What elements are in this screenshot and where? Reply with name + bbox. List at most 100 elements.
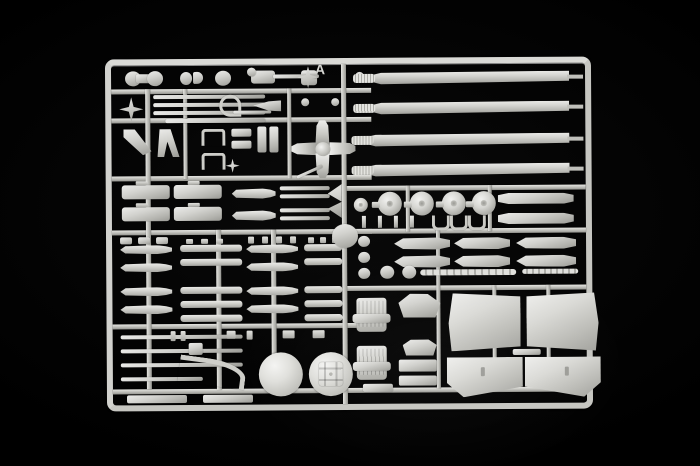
fuselage-spine-1: [394, 237, 450, 249]
pylon-rod-4: [279, 216, 330, 221]
rail-nub-3: [276, 236, 283, 244]
gear-yoke-2: [449, 215, 468, 231]
missile-7: [246, 286, 298, 295]
wing-pin-2: [564, 366, 569, 376]
rotor-hub-assembly: [291, 120, 355, 178]
missile-3: [120, 287, 172, 296]
model-kit-sprue: A: [104, 56, 593, 412]
plate-small-1: [231, 128, 252, 137]
turret-ball-2: [358, 251, 371, 263]
drive-shaft-1: [420, 268, 517, 276]
rotor-hub-arm-left: [291, 142, 317, 155]
rail-nub-4: [290, 236, 297, 244]
fuel-tank-half-1: [121, 185, 170, 200]
seat-backrest-1: [352, 313, 391, 323]
fitting-cylinder-3: [147, 71, 164, 87]
small-ring-b: [331, 98, 340, 107]
bomb-lower: [232, 210, 276, 220]
detail-sprig-6: [312, 330, 325, 339]
injection-gate-blob: [331, 223, 359, 249]
rocket-tube-9: [304, 300, 343, 308]
rocket-tube-5: [180, 314, 243, 323]
gear-fork-2: [377, 215, 382, 228]
tube-nub-5: [320, 237, 327, 244]
turret-ball-5: [402, 265, 417, 279]
blade-root-3: [351, 135, 374, 145]
rocket-tube-3: [180, 286, 243, 295]
blade-root-4: [351, 165, 374, 175]
missile-8: [246, 304, 298, 313]
wheel-gate-4: [465, 201, 474, 208]
wheel-2: [409, 191, 434, 216]
tube-nub-3: [216, 238, 224, 244]
plate-small-3: [257, 126, 267, 153]
detail-sprig-5: [282, 330, 295, 339]
gear-fork-1: [361, 215, 366, 228]
blade-gate-3: [567, 136, 584, 141]
tube-nub-1: [186, 238, 194, 244]
gear-fork-4: [409, 215, 414, 228]
detail-sprig-1: [170, 331, 176, 342]
tank-nub-1: [135, 181, 148, 186]
gear-yoke-1: [431, 215, 450, 231]
fuselage-spine-5: [516, 237, 576, 249]
rocket-tube-4: [180, 300, 243, 309]
plate-small-2: [231, 140, 252, 149]
u-bracket-2: [201, 152, 226, 170]
wheel-4: [471, 191, 496, 216]
fitting-cylinder-6: [215, 70, 232, 86]
tank-nub-4: [187, 202, 200, 207]
detail-sprig-2: [180, 331, 186, 342]
detail-sprig-3: [226, 330, 236, 339]
rail-nub-1: [248, 236, 255, 244]
seat-backrest-2: [352, 361, 391, 371]
chin-gun-mount: [246, 67, 257, 77]
tube-nub-4: [308, 237, 315, 244]
detail-sprig-4: [246, 330, 253, 340]
wheel-gate-1: [371, 201, 380, 208]
floor-plate-2: [398, 375, 437, 386]
gear-fork-3: [393, 215, 398, 228]
base-plate-1: [126, 394, 188, 404]
tank-nub-2: [187, 180, 200, 185]
long-rod-4: [165, 118, 266, 124]
rail-nub-2: [262, 236, 269, 244]
rocket-tube-1: [180, 244, 243, 253]
long-rod-2: [153, 102, 266, 108]
base-plate-2: [202, 394, 254, 403]
missile-4: [120, 305, 172, 314]
gear-yoke-3: [467, 215, 486, 231]
fuselage-spine-6: [516, 255, 576, 267]
block-part-1: [188, 342, 203, 355]
fuel-tank-half-4: [173, 206, 222, 222]
rocket-tube-2: [180, 258, 243, 267]
rocket-tube-8: [304, 286, 343, 294]
fitting-cylinder-4: [180, 71, 193, 86]
rocket-tube-7: [304, 258, 343, 266]
tail-rotor-strip-1: [498, 193, 574, 204]
wheel-gate-3: [435, 201, 444, 208]
launch-rail-3: [156, 237, 169, 245]
tank-nub-3: [135, 203, 148, 208]
blade-root-2: [353, 103, 376, 113]
turret-ball-4: [380, 265, 395, 279]
missile-2: [120, 263, 172, 272]
small-ring-a: [301, 98, 310, 107]
floor-plate-3: [362, 383, 393, 392]
pylon-rod-1: [279, 186, 330, 191]
long-rod-1: [153, 94, 266, 100]
wheel-1: [377, 191, 402, 216]
blade-gate-2: [567, 104, 584, 109]
u-bracket-1: [201, 128, 226, 146]
fuel-tank-half-3: [121, 207, 170, 222]
missile-1: [120, 245, 172, 254]
wing-gate-center: [512, 348, 541, 356]
tube-nub-2: [201, 238, 209, 244]
stub-wing-upper-left: [448, 293, 520, 351]
frame-rod-2: [120, 348, 243, 354]
fuselage-spine-4: [454, 255, 510, 267]
console-part: [403, 339, 437, 355]
wheel-gate-2: [403, 201, 412, 208]
bomb-upper: [232, 188, 276, 198]
